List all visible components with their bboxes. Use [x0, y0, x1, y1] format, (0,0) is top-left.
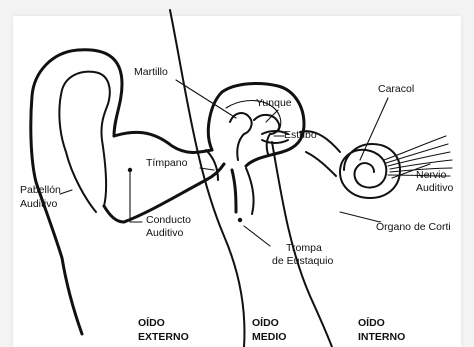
label-pabellon-line1: Pabellón	[20, 184, 61, 196]
label-trompa-line1: Trompa	[286, 242, 322, 254]
label-estribo: Estribo	[284, 129, 317, 141]
leader-organo	[340, 212, 380, 222]
region-externo-line1: OÍDO	[138, 316, 165, 329]
label-yunque: Yunque	[256, 97, 292, 109]
label-conducto-line1: Conducto	[146, 214, 191, 226]
region-externo-line2: EXTERNO	[138, 331, 189, 343]
region-interno-line1: OÍDO	[358, 316, 385, 329]
leader-conducto-dot	[128, 168, 132, 172]
leader-martillo	[176, 80, 236, 118]
label-pabellon-line2: Auditivo	[20, 198, 58, 210]
label-martillo: Martillo	[134, 66, 168, 78]
leader-pabellon	[60, 190, 72, 194]
region-medio-line1: OÍDO	[252, 316, 279, 329]
label-nervio-line1: Nervio	[416, 169, 447, 181]
label-nervio-line2: Auditivo	[416, 182, 454, 194]
label-conducto-line2: Auditivo	[146, 227, 184, 239]
label-caracol: Caracol	[378, 83, 414, 95]
eustachian-tube-wall	[246, 168, 254, 214]
region-interno-line2: INTERNO	[358, 331, 405, 343]
leader-trompa-dot	[238, 218, 242, 222]
region-medio-line2: MEDIO	[252, 331, 286, 343]
leader-caracol	[360, 98, 388, 160]
auricle-inner-fold	[59, 72, 109, 212]
label-timpano: Tímpano	[146, 157, 188, 169]
auricle-lobe	[104, 206, 124, 222]
middle-ear-cavity	[208, 84, 304, 166]
eustachian-tube	[232, 170, 236, 212]
cochlea-spiral	[340, 144, 400, 198]
leader-trompa	[244, 226, 270, 246]
label-organo: Órgano de Corti	[376, 220, 451, 233]
malleus-shape	[230, 113, 252, 160]
label-trompa-line2: de Eustaquio	[272, 255, 333, 267]
